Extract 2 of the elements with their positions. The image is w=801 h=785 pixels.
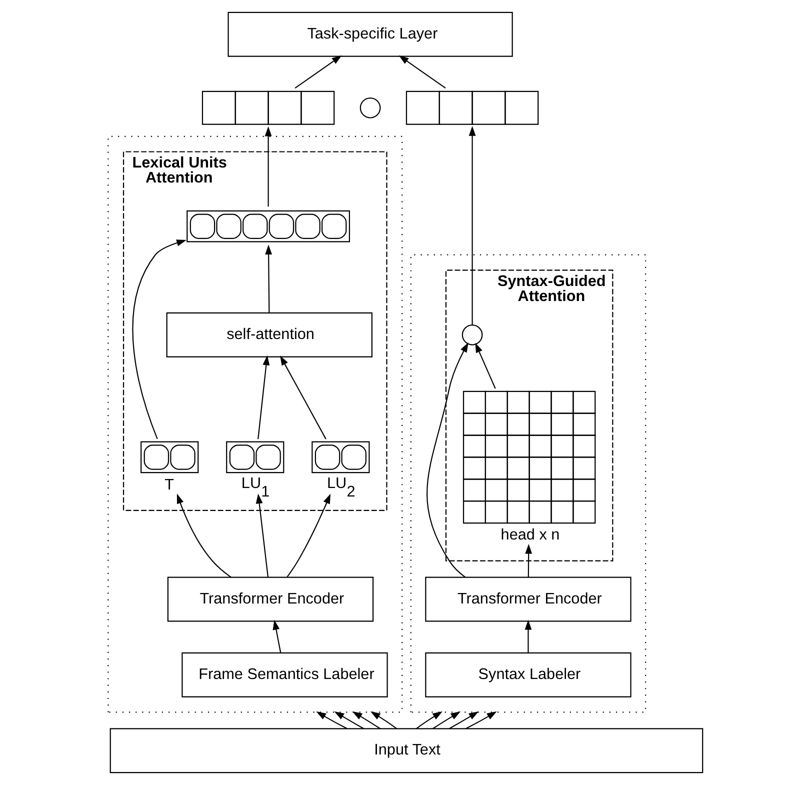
- node-label: T: [164, 476, 174, 494]
- node-label: head x n: [500, 526, 560, 544]
